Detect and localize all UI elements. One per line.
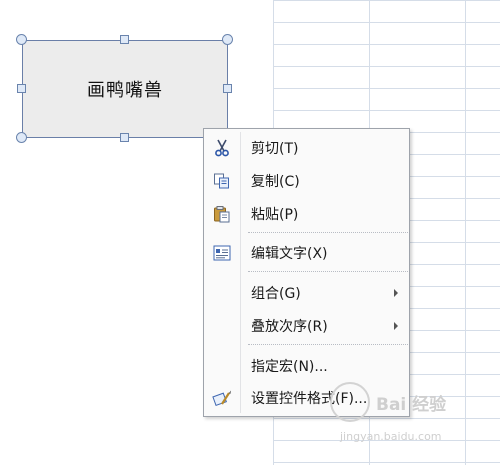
menu-item-label: 复制(C) [251, 174, 300, 190]
resize-handle-top-right[interactable] [222, 34, 233, 45]
menu-separator [248, 271, 408, 272]
resize-handle-right[interactable] [223, 84, 232, 93]
menu-item-label: 叠放次序(R) [251, 319, 328, 335]
submenu-arrow-icon [394, 322, 398, 330]
column-divider [465, 0, 466, 465]
resize-handle-top[interactable] [120, 35, 129, 44]
menu-item-cut[interactable]: 剪切(T) [207, 135, 406, 161]
watermark-url: jingyan.baidu.com [340, 430, 442, 443]
menu-separator [248, 232, 408, 233]
menu-separator [248, 344, 408, 345]
resize-handle-left[interactable] [17, 84, 26, 93]
menu-item-label: 组合(G) [251, 286, 301, 302]
watermark-brand: Bai 经验 [376, 395, 447, 415]
menu-item-label: 编辑文字(X) [251, 246, 328, 262]
resize-handle-bottom[interactable] [120, 133, 129, 142]
menu-item-paste[interactable]: 粘贴(P) [207, 201, 406, 227]
submenu-arrow-icon [394, 289, 398, 297]
resize-handle-bottom-left[interactable] [16, 132, 27, 143]
menu-item-label: 粘贴(P) [251, 207, 299, 223]
context-menu: 剪切(T) 复制(C) 粘贴(P) [203, 128, 410, 417]
menu-item-copy[interactable]: 复制(C) [207, 168, 406, 194]
edit-text-icon [211, 243, 233, 263]
copy-icon [211, 171, 233, 191]
menu-item-group[interactable]: 组合(G) [207, 280, 406, 306]
paste-icon [211, 204, 233, 224]
menu-item-label: 剪切(T) [251, 141, 299, 157]
watermark: Bai 经验 jingyan.baidu.com [330, 382, 495, 452]
scissors-icon [211, 138, 233, 158]
format-control-icon [211, 388, 233, 408]
menu-item-edit-text[interactable]: 编辑文字(X) [207, 240, 406, 266]
menu-item-assign-macro[interactable]: 指定宏(N)... [207, 353, 406, 379]
shape-text: 画鸭嘴兽 [87, 80, 163, 101]
resize-handle-top-left[interactable] [16, 34, 27, 45]
watermark-logo-icon [330, 382, 370, 422]
text-box-shape[interactable]: 画鸭嘴兽 [22, 40, 228, 138]
menu-item-order[interactable]: 叠放次序(R) [207, 313, 406, 339]
menu-item-label: 指定宏(N)... [251, 359, 328, 375]
